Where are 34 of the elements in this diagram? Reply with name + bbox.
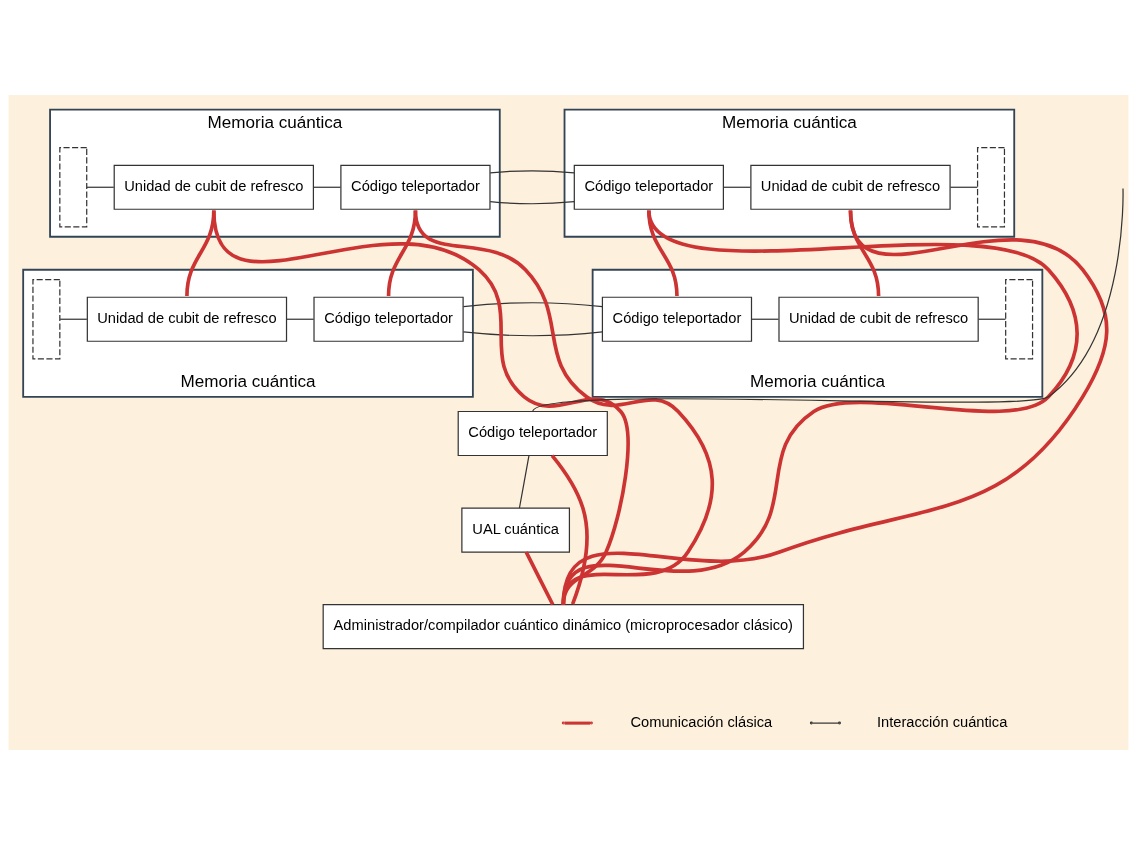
- connector: [86, 186, 115, 188]
- node-box: Unidad de cubit de refresco: [86, 296, 288, 342]
- connector: [462, 302, 603, 337]
- node-box: Código teleportador: [573, 164, 724, 210]
- connector: [723, 186, 752, 188]
- legend-label: Comunicación clásica: [630, 713, 773, 730]
- connector: [532, 188, 1124, 413]
- connector: [59, 318, 88, 320]
- legend-label: Interacción cuántica: [876, 713, 1008, 730]
- node-box: Código teleportador: [313, 296, 464, 342]
- node-box: [976, 146, 1006, 228]
- node-box: Código teleportador: [340, 164, 491, 210]
- connector: [285, 318, 315, 320]
- connector: [550, 454, 589, 605]
- node-box: Unidad de cubit de refresco: [750, 164, 951, 210]
- connector: [751, 318, 780, 320]
- connector: [386, 210, 418, 297]
- connector: [212, 210, 630, 605]
- connector: [977, 318, 1007, 320]
- node-box: Unidad de cubit de refresco: [778, 296, 979, 342]
- node-box: [32, 278, 61, 360]
- node-box: Administrador/compilador cuántico dinámico (microprocesador clásico): [322, 603, 805, 650]
- node-box: Código teleportador: [457, 410, 608, 457]
- connector: [312, 186, 342, 188]
- node-box: UAL cuántica: [461, 507, 571, 553]
- node-box: [59, 146, 88, 228]
- connector: [518, 455, 530, 509]
- connector: [949, 186, 978, 188]
- node-box: [1005, 278, 1034, 360]
- connector: [489, 170, 575, 205]
- connector: [413, 210, 714, 605]
- node-box: Unidad de cubit de refresco: [113, 164, 314, 210]
- node-box: Código teleportador: [601, 296, 753, 342]
- connector: [524, 551, 555, 606]
